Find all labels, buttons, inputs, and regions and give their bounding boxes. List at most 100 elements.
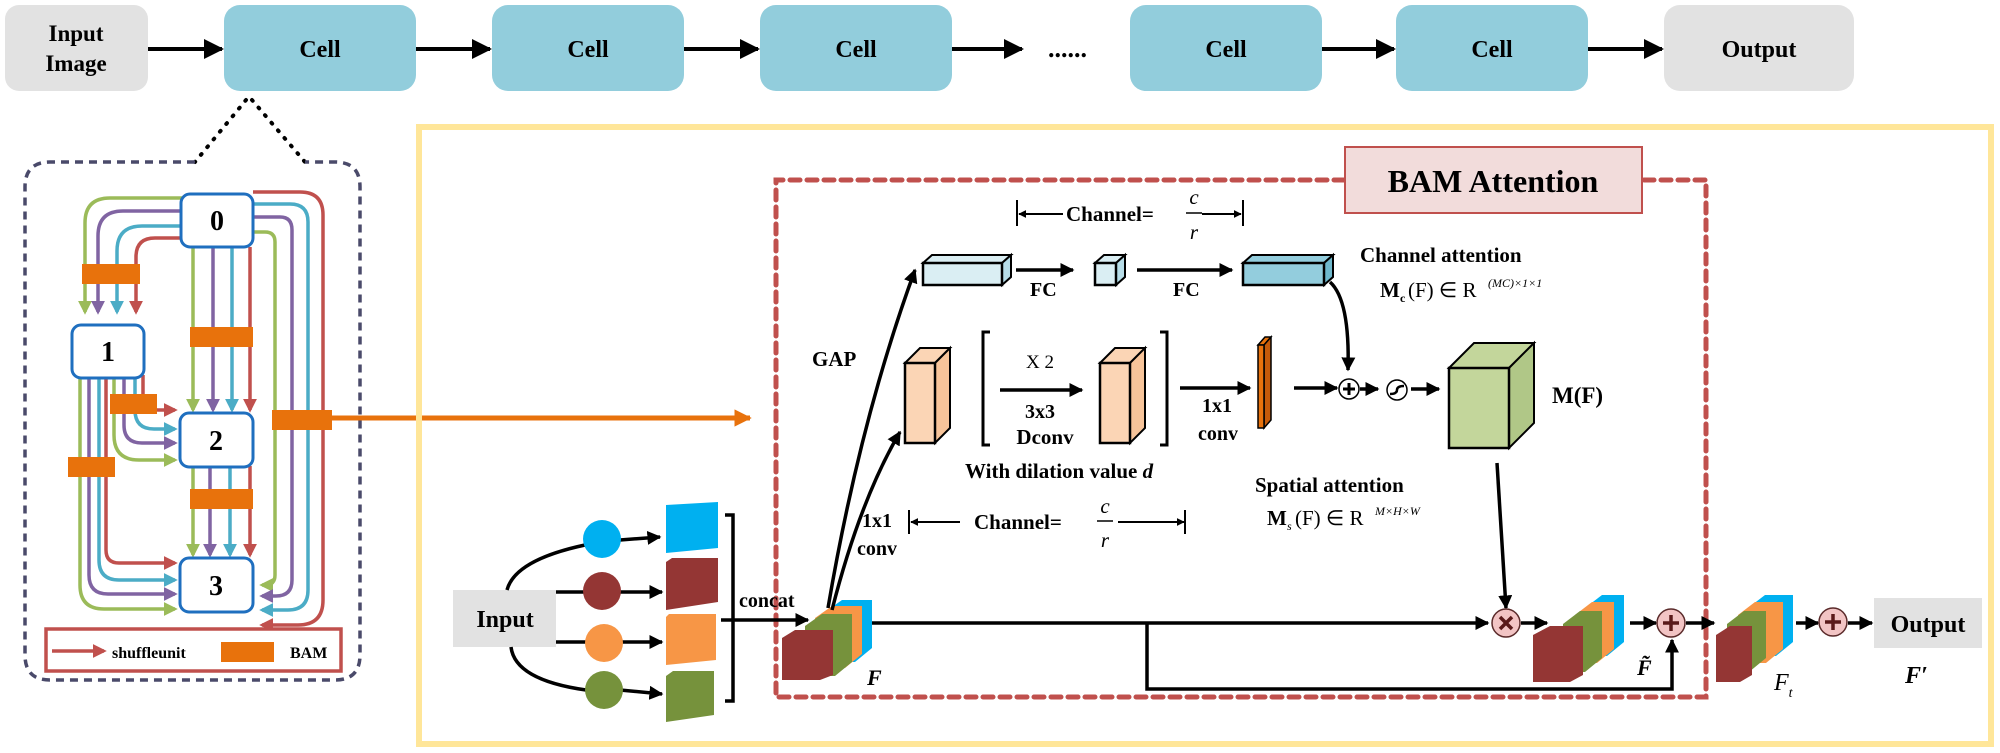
svg-text:Channel=: Channel=: [974, 510, 1062, 534]
cell-detail-border: [23, 160, 362, 682]
spatial-attention-title: Spatial attention: [1255, 473, 1404, 497]
svg-text:1: 1: [101, 337, 115, 368]
svg-text:2: 2: [209, 426, 223, 457]
channel-attention-title: Channel attention: [1360, 243, 1522, 267]
zoom-connector-line: [193, 98, 248, 164]
ft-label: Ft: [1773, 670, 1794, 701]
bam-output-box: Output: [1874, 598, 1982, 648]
f-prime-label: F′: [1904, 663, 1928, 689]
svg-text:M: M: [1267, 506, 1287, 530]
cell-box-2: Cell: [492, 5, 684, 91]
svg-text:(MC)×1×1: (MC)×1×1: [1488, 276, 1542, 290]
add-operator-icon: [1338, 378, 1360, 400]
node-3: 3: [178, 556, 255, 614]
cell-label: Cell: [567, 37, 609, 63]
node-1: 1: [70, 323, 146, 380]
input-branches: [505, 530, 664, 700]
bam-title-box: BAM Attention: [1344, 146, 1643, 214]
cell-detail-panel: 0 1 2 3 shuffleunit BAM: [23, 160, 362, 682]
edges-1-to-2: [112, 375, 178, 467]
channel-cuboid-1: [920, 252, 1014, 288]
f-tilde-label: F̃: [1636, 655, 1652, 680]
cell-box-3: Cell: [760, 5, 952, 91]
feature-block-orange: [666, 614, 716, 665]
cell-legend: shuffleunit BAM: [44, 627, 343, 673]
edges-0-to-3: [253, 190, 325, 632]
conv1x1-left-line2: conv: [857, 538, 897, 560]
top-pipeline: Input Image Cell Cell Cell ...... Cell C…: [5, 5, 1854, 91]
svg-text:s: s: [1287, 519, 1292, 533]
spatial-attention-formula: M s (F) ∈ R M×H×W: [1267, 504, 1421, 533]
output-label: Output: [1722, 37, 1797, 63]
f-label: F: [866, 665, 882, 690]
mf-label: M(F): [1552, 383, 1603, 408]
channel-cuboid-2: [1092, 252, 1128, 288]
bam-block: [82, 264, 140, 284]
fc-label-2: FC: [1173, 279, 1200, 301]
residual-add-operator-icon: [1656, 608, 1686, 638]
svg-text:r: r: [1190, 220, 1199, 244]
legend-shuffleunit-label: shuffleunit: [112, 645, 186, 662]
cell-box-4: Cell: [1130, 5, 1322, 91]
attention-map-cube: [1446, 340, 1537, 451]
cell-label: Cell: [835, 37, 877, 63]
channel-dim-bottom: Channel= c r: [908, 494, 1186, 552]
svg-text:c: c: [1400, 291, 1406, 305]
edges-2-to-3: [186, 466, 257, 558]
bam-outer-panel: [416, 124, 1994, 747]
cell-box-5: Cell: [1396, 5, 1588, 91]
channel-attention-formula: M c (F) ∈ R (MC)×1×1: [1380, 276, 1542, 305]
bam-input-box: Input: [453, 590, 556, 647]
channel-to-add-path: [1328, 280, 1356, 372]
legend-bam-label: BAM: [290, 645, 327, 662]
cell-label: Cell: [1205, 37, 1247, 63]
svg-text:(F) ∈ R: (F) ∈ R: [1408, 278, 1476, 302]
spatial-map-slab: [1256, 335, 1273, 430]
feature-block-blue: [666, 502, 718, 553]
concat-bracket: [725, 513, 735, 703]
feature-block-brown: [666, 558, 718, 610]
input-image-label-line1: Input: [49, 21, 104, 46]
bam-block: [68, 457, 115, 477]
ellipsis: ......: [1048, 34, 1087, 63]
gap-label: GAP: [812, 347, 857, 371]
spatial-input-path: [830, 430, 902, 611]
gap-path: [826, 268, 918, 609]
dilation-label: With dilation value d: [965, 459, 1154, 483]
svg-text:r: r: [1101, 528, 1110, 552]
svg-text:M×H×W: M×H×W: [1374, 504, 1421, 518]
node-2: 2: [178, 411, 255, 469]
bam-attention-border: [773, 177, 1709, 700]
channel-cuboid-3: [1240, 252, 1336, 288]
branch-node-olive: [585, 671, 623, 709]
bam-title: BAM Attention: [1388, 163, 1599, 199]
bam-legend-swatch: [221, 642, 274, 662]
bam-block: [272, 410, 332, 430]
svg-text:0: 0: [210, 206, 224, 237]
bam-block: [110, 394, 157, 414]
svg-text:Channel=: Channel=: [1066, 202, 1154, 226]
bracket-right: [1160, 330, 1169, 447]
svg-text:M: M: [1380, 278, 1400, 302]
feature-stack-F-tilde: [1533, 595, 1624, 682]
branch-node-brown: [583, 572, 621, 610]
input-image-label-line2: Image: [45, 51, 106, 76]
branch-node-blue: [583, 520, 621, 558]
conv1x1-right-line1: 1x1: [1202, 395, 1232, 417]
residual-path: [1145, 623, 1679, 691]
multiply-operator-icon: [1491, 608, 1521, 638]
spatial-cuboid-1: [902, 345, 953, 446]
feature-stack-F: [782, 600, 872, 680]
node-0: 0: [179, 192, 255, 249]
svg-text:3: 3: [209, 571, 223, 602]
zoom-connector-line: [250, 98, 307, 164]
sigmoid-icon: [1386, 379, 1408, 401]
concat-label: concat: [739, 590, 795, 612]
conv3x3-label: 3x3: [1025, 401, 1055, 423]
attention-to-multiply-path: [1495, 462, 1513, 610]
input-image-box: Input Image: [5, 5, 148, 91]
final-add-operator-icon: [1818, 607, 1848, 637]
cell-box-1: Cell: [224, 5, 416, 91]
svg-text:c: c: [1100, 494, 1110, 518]
